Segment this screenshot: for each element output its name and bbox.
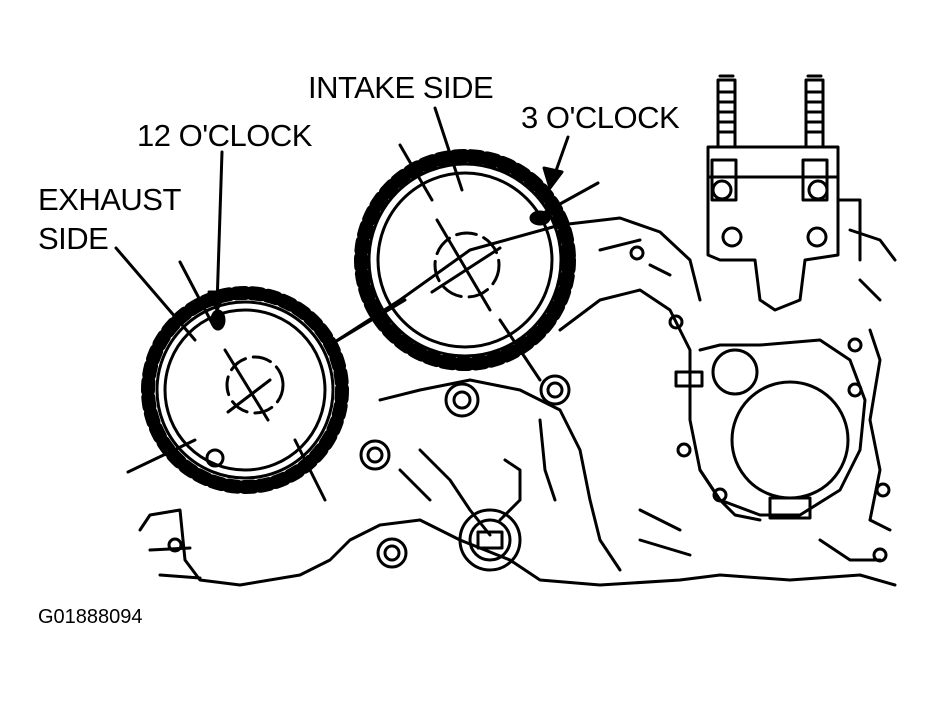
leader-lines	[114, 106, 570, 342]
intake-side-label: INTAKE SIDE	[308, 70, 494, 105]
cam-bracket	[706, 74, 862, 312]
bolt-bosses	[205, 374, 571, 572]
exhaust-sprocket	[126, 260, 349, 502]
twelve-oclock-label: 12 O'CLOCK	[137, 118, 312, 153]
exhaust-side-label-line1: EXHAUST	[38, 182, 181, 217]
intake-sprocket	[328, 143, 600, 382]
figure-code: G01888094	[38, 606, 143, 628]
exhaust-side-label-line2: SIDE	[38, 221, 109, 256]
three-oclock-label: 3 O'CLOCK	[521, 100, 680, 135]
pump-housing	[167, 245, 891, 563]
